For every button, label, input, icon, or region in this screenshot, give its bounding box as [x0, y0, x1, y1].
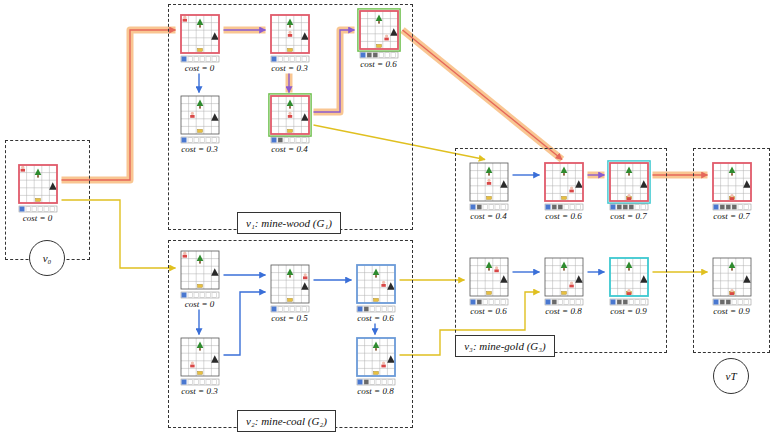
transition-arrow — [513, 271, 540, 272]
cost-label: cost = 0.4 — [266, 144, 314, 155]
transition-arrow — [588, 174, 605, 175]
group-label: v₃: mine-gold (G₃) — [464, 340, 546, 352]
cost-label: cost = 0.3 — [266, 63, 314, 74]
grid-world-state — [467, 160, 511, 211]
cost-label: cost = 0 — [14, 213, 62, 224]
group-label: v₁: mine-wood (G₁) — [246, 217, 332, 229]
cost-label: cost = 0.5 — [266, 313, 314, 324]
grid-world-state — [542, 160, 586, 211]
transition-arrow — [62, 30, 176, 180]
cost-label: cost = 0.8 — [540, 306, 588, 317]
grid-world-state — [178, 248, 222, 299]
state-node: cost = 0.6 — [540, 160, 588, 222]
state-node: cost = 0.7 — [605, 160, 653, 222]
group-region: cost = 0.7cost = 0.9vT — [693, 148, 770, 353]
transition-arrow — [62, 200, 176, 268]
state-node: cost = 0.9 — [708, 255, 756, 317]
cost-label: cost = 0.6 — [540, 211, 588, 222]
path-highlight — [588, 172, 605, 179]
transition-arrow — [653, 174, 708, 175]
state-node: cost = 0.6 — [465, 255, 513, 317]
grid-world-state — [354, 262, 398, 313]
transition-arrow — [224, 29, 266, 30]
cost-label: cost = 0.6 — [465, 306, 513, 317]
grid-world-state — [607, 160, 651, 211]
state-node: cost = 0.6 — [355, 8, 403, 70]
state-node: cost = 0 — [176, 248, 224, 310]
transition-arrow — [403, 30, 563, 160]
group-label-box: v₂: mine-coal (G₂) — [237, 410, 336, 432]
grid-world-state — [467, 255, 511, 306]
transition-arrow — [224, 274, 266, 275]
grid-world-state — [268, 262, 312, 313]
path-highlight — [653, 172, 708, 179]
state-node: cost = 0.4 — [465, 160, 513, 222]
path-highlight — [286, 74, 293, 93]
group-region: cost = 0.4 cost = 0.6 cost = 0.7 cost = 0.6… — [455, 148, 667, 353]
group-region: cost = 0 cost = 0.3 cost = 0.6 cost = 0.3 co… — [168, 4, 413, 230]
terminal-circle: vT — [713, 358, 749, 394]
cost-label: cost = 0.3 — [176, 144, 224, 155]
path-highlight — [314, 30, 355, 112]
grid-world-state — [178, 93, 222, 144]
transition-arrow — [588, 271, 605, 272]
transition-arrow — [224, 292, 266, 355]
state-node: cost = 0.4 — [266, 93, 314, 155]
cost-label: cost = 0 — [176, 63, 224, 74]
path-highlight — [224, 27, 266, 34]
cost-label: cost = 0 — [176, 299, 224, 310]
group-region: cost = 0 cost = 0.5 cost = 0.6 cost = 0.3 co… — [168, 240, 413, 428]
cost-label: cost = 0.7 — [605, 211, 653, 222]
state-node: cost = 0 — [14, 162, 62, 224]
state-node: cost = 0.5 — [266, 262, 314, 324]
transition-arrow — [314, 30, 355, 112]
state-node: cost = 0.7 — [708, 160, 756, 222]
grid-world-state — [268, 93, 312, 144]
cost-label: cost = 0.3 — [176, 386, 224, 397]
grid-world-state — [607, 255, 651, 306]
state-node: cost = 0.3 — [176, 335, 224, 397]
grid-world-state — [710, 160, 754, 211]
state-node: cost = 0.8 — [540, 255, 588, 317]
group-label: v₀ — [43, 252, 52, 264]
transition-arrow — [288, 74, 289, 93]
state-node: cost = 0 — [176, 12, 224, 74]
group-label: vT — [726, 370, 737, 382]
grid-world-state — [268, 12, 312, 63]
grid-world-state — [178, 12, 222, 63]
grid-world-state — [16, 162, 60, 213]
transition-arrow — [198, 74, 199, 93]
terminal-circle: v₀ — [29, 240, 65, 276]
cost-label: cost = 0.7 — [708, 211, 756, 222]
cost-label: cost = 0.8 — [352, 386, 400, 397]
state-node: cost = 0.9 — [605, 255, 653, 317]
state-node: cost = 0.3 — [266, 12, 314, 74]
grid-world-state — [357, 8, 401, 59]
group-label: v₂: mine-coal (G₂) — [246, 415, 327, 427]
state-node: cost = 0.3 — [176, 93, 224, 155]
transition-arrow — [653, 271, 708, 272]
transition-arrow — [314, 125, 486, 160]
group-region: cost = 0v₀ — [5, 140, 90, 260]
transition-arrow — [513, 174, 540, 175]
grid-world-state — [354, 335, 398, 386]
cost-label: cost = 0.6 — [355, 59, 403, 70]
path-highlight — [403, 30, 563, 160]
transition-arrow — [198, 310, 199, 335]
cost-label: cost = 0.6 — [352, 313, 400, 324]
group-label-box: v₁: mine-wood (G₁) — [237, 212, 341, 234]
cost-label: cost = 0.9 — [708, 306, 756, 317]
grid-world-state — [710, 255, 754, 306]
state-node: cost = 0.8 — [352, 335, 400, 397]
cost-label: cost = 0.9 — [605, 306, 653, 317]
path-highlight — [62, 30, 176, 180]
transition-arrow — [374, 324, 375, 335]
grid-world-state — [542, 255, 586, 306]
group-label-box: v₃: mine-gold (G₃) — [455, 335, 555, 357]
state-node: cost = 0.6 — [352, 262, 400, 324]
grid-world-state — [178, 335, 222, 386]
cost-label: cost = 0.4 — [465, 211, 513, 222]
transition-arrow — [314, 279, 352, 280]
